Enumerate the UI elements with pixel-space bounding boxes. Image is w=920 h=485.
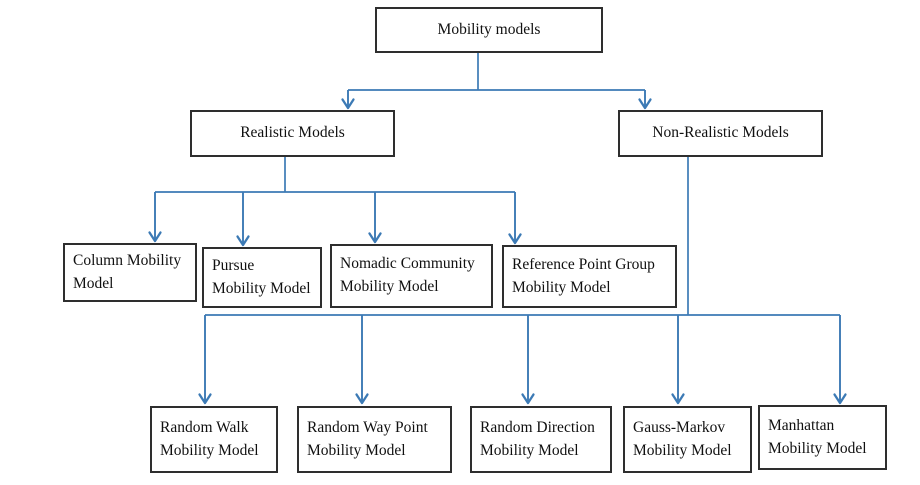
- arrowhead-down-icon: [355, 393, 369, 405]
- node-label: Column Mobility Model: [73, 251, 182, 292]
- node-random-walk-mobility-model: Random Walk Mobility Model: [150, 406, 278, 473]
- node-manhattan-mobility-model: Manhattan Mobility Model: [758, 405, 887, 470]
- node-label: Gauss-Markov Mobility Model: [633, 418, 732, 459]
- connector-arrow-to-pursue-mobility: [236, 192, 250, 247]
- connector-arrow-to-random-way-point: [355, 315, 369, 405]
- node-label: Random Direction Mobility Model: [480, 418, 595, 459]
- node-pursue-mobility-model: Pursue Mobility Model: [202, 247, 322, 308]
- node-random-way-point-mobility-model: Random Way Point Mobility Model: [297, 406, 452, 473]
- connector-arrow-to-nomadic-community: [368, 192, 382, 244]
- arrowhead-down-icon: [236, 235, 250, 247]
- arrowhead-down-icon: [198, 393, 212, 405]
- node-realistic-models: Realistic Models: [190, 110, 395, 157]
- node-label: Pursue Mobility Model: [212, 256, 311, 297]
- connector-arrow-to-gauss-markov: [671, 315, 685, 405]
- arrowhead-down-icon: [521, 393, 535, 405]
- connector-arrow-to-random-walk: [198, 315, 212, 405]
- connector-arrow-to-random-direction: [521, 315, 535, 405]
- node-mobility-models: Mobility models: [375, 7, 603, 53]
- node-label: Mobility models: [437, 20, 541, 38]
- arrowhead-down-icon: [368, 232, 382, 244]
- arrowhead-down-icon: [833, 393, 847, 405]
- node-label: Manhattan Mobility Model: [768, 416, 867, 457]
- node-column-mobility-model: Column Mobility Model: [63, 243, 197, 302]
- node-random-direction-mobility-model: Random Direction Mobility Model: [470, 406, 612, 473]
- connector-arrow-to-reference-point-group: [508, 192, 522, 245]
- node-label: Random Way Point Mobility Model: [307, 418, 428, 459]
- arrowhead-down-icon: [638, 98, 652, 110]
- connector-arrow-to-realistic-models: [341, 90, 355, 110]
- node-reference-point-group-mobility-model: Reference Point Group Mobility Model: [502, 245, 677, 308]
- node-label: Non-Realistic Models: [652, 124, 789, 142]
- node-label: Nomadic Community Mobility Model: [340, 255, 475, 295]
- arrowhead-down-icon: [508, 233, 522, 245]
- node-gauss-markov-mobility-model: Gauss-Markov Mobility Model: [623, 406, 752, 473]
- arrowhead-down-icon: [671, 393, 685, 405]
- node-label: Realistic Models: [240, 124, 345, 142]
- node-label: Random Walk Mobility Model: [160, 418, 259, 459]
- node-label: Reference Point Group Mobility Model: [512, 255, 655, 296]
- arrowhead-down-icon: [148, 231, 162, 243]
- node-non-realistic-models: Non-Realistic Models: [618, 110, 823, 157]
- connector-arrow-to-manhattan: [833, 315, 847, 405]
- arrowhead-down-icon: [341, 98, 355, 110]
- connector-arrow-to-column-mobility: [148, 192, 162, 243]
- node-nomadic-community-mobility-model: Nomadic Community Mobility Model: [330, 244, 493, 308]
- connector-arrow-to-non-realistic-models: [638, 90, 652, 110]
